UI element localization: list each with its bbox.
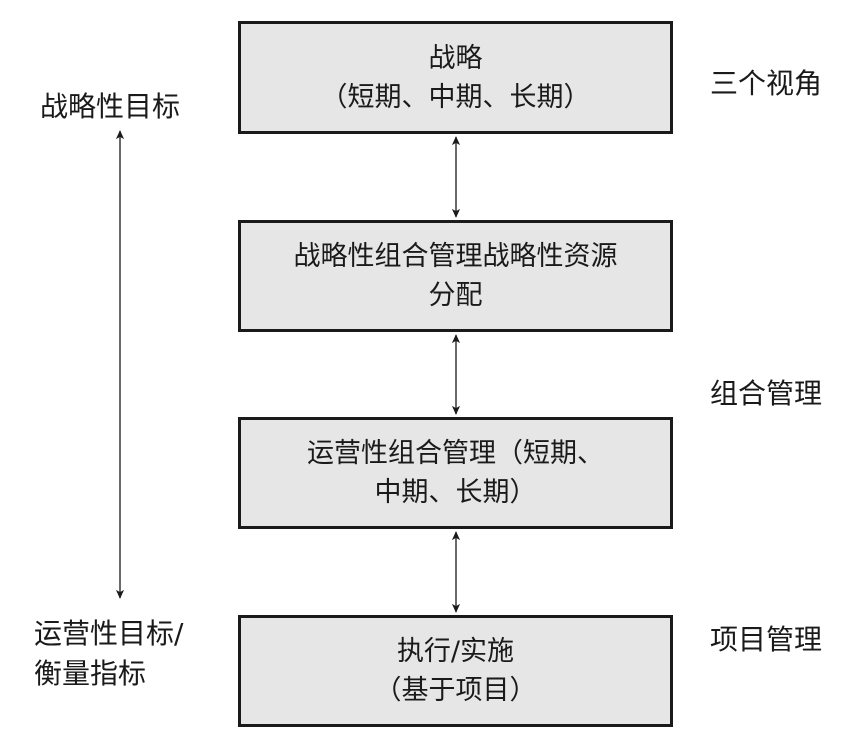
- strategic-portfolio-box-line2: 分配: [428, 280, 483, 311]
- operational-portfolio-box-line2: 中期、长期）: [374, 477, 537, 508]
- execution-box-subtitle: （基于项目）: [374, 675, 537, 706]
- strategic-goals-label: 战略性目标: [40, 90, 181, 123]
- operational-goals-label-line2: 衡量指标: [34, 657, 147, 690]
- operational-portfolio-box: 运营性组合管理（短期、 中期、长期）: [238, 417, 673, 529]
- strategy-box-subtitle: （短期、中期、长期）: [320, 81, 591, 113]
- project-management-label: 项目管理: [710, 623, 823, 656]
- execution-box-title: 执行/实施: [396, 636, 515, 667]
- operational-goals-label-line1: 运营性目标/: [34, 617, 184, 650]
- operational-portfolio-box-line1: 运营性组合管理（短期、: [307, 438, 604, 469]
- strategic-portfolio-box: 战略性组合管理战略性资源 分配: [238, 220, 673, 332]
- portfolio-management-label: 组合管理: [710, 377, 823, 410]
- strategy-box: 战略 （短期、中期、长期）: [238, 21, 673, 134]
- operational-goals-label: 运营性目标/ 衡量指标: [34, 614, 183, 694]
- three-perspectives-label: 三个视角: [710, 67, 823, 100]
- execution-box: 执行/实施 （基于项目）: [238, 615, 673, 727]
- strategy-box-title: 战略: [428, 42, 483, 74]
- strategic-portfolio-box-line1: 战略性组合管理战略性资源: [293, 241, 618, 272]
